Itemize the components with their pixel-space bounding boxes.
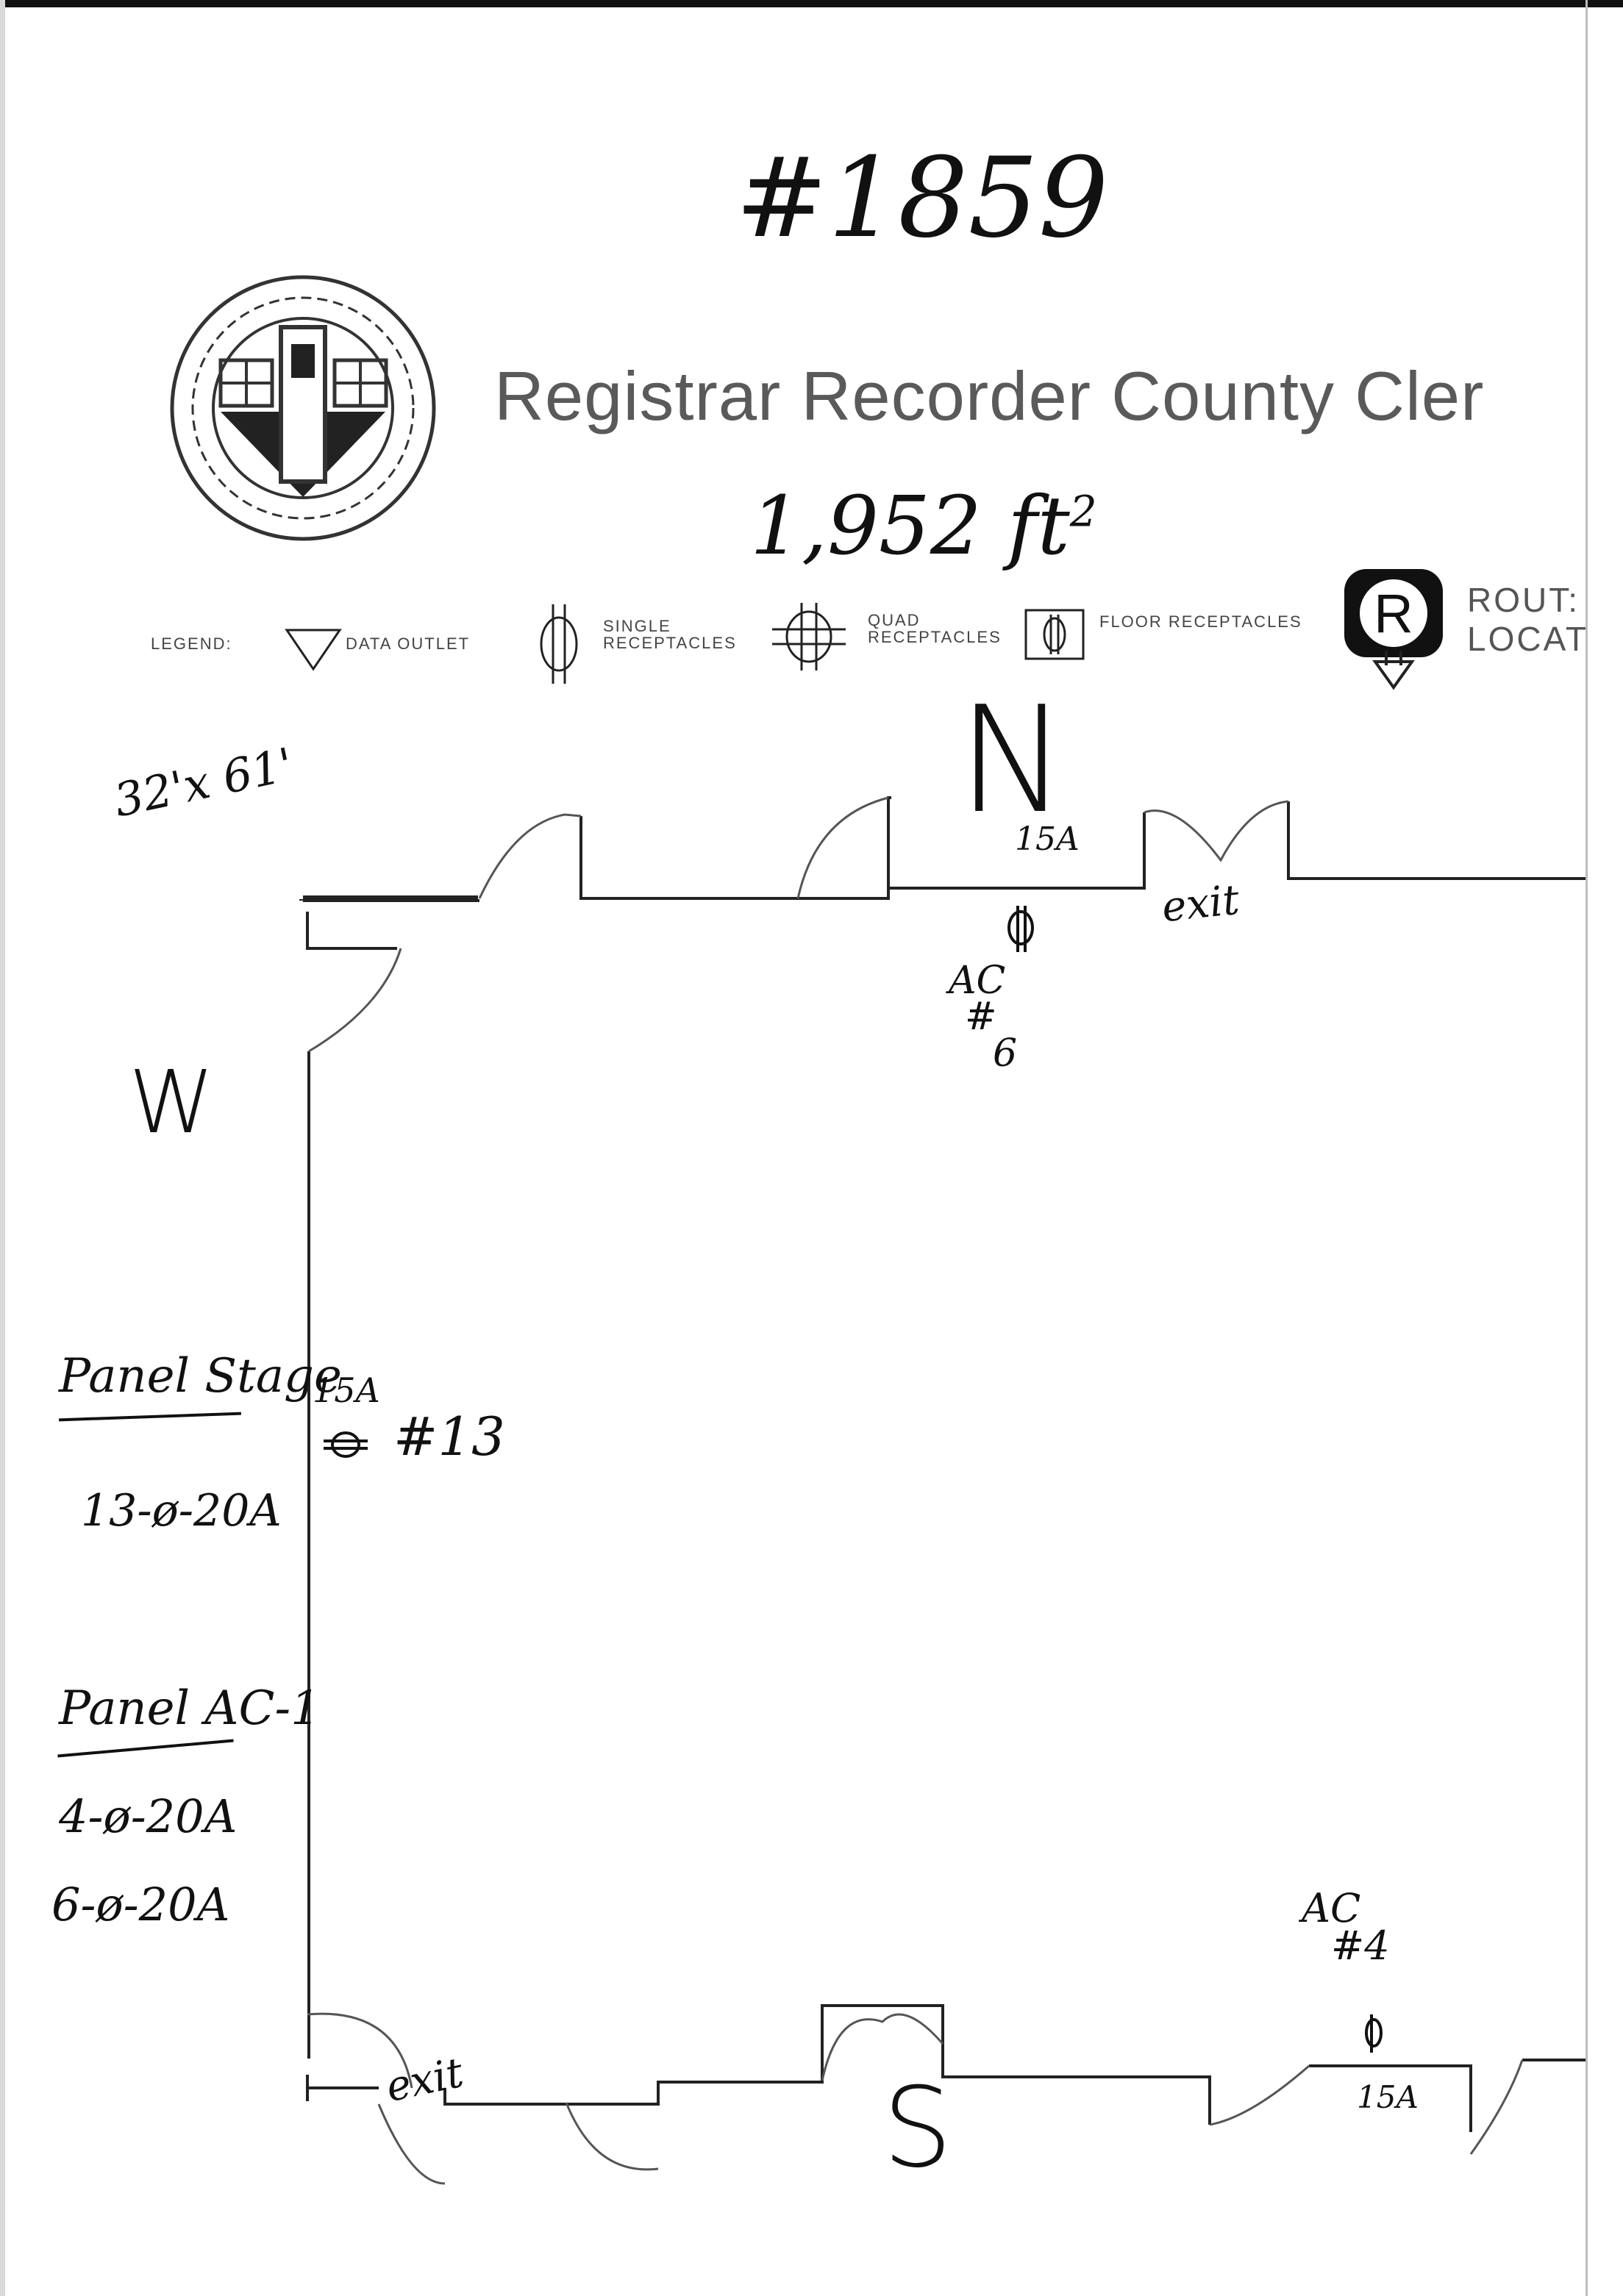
south-circuit-prefix: AC xyxy=(1302,1885,1361,1931)
area-exponent: 2 xyxy=(1069,486,1097,537)
legend-triangle-icon xyxy=(285,629,342,671)
legend-route-label: ROUT: LOCAT xyxy=(1467,581,1588,659)
legend-single-receptacles-label: SINGLE RECEPTACLES xyxy=(603,618,737,651)
south-circuit-number: #4 xyxy=(1331,1923,1390,1970)
west-circuit-label: #13 xyxy=(393,1406,505,1467)
legend-single-line-2: RECEPTACLES xyxy=(603,634,737,653)
compass-north: N xyxy=(957,675,1068,846)
compass-south: S xyxy=(882,2064,953,2192)
receptacle-symbols xyxy=(324,906,1383,2053)
page-left-edge xyxy=(0,0,5,2296)
north-circuit-number: 6 xyxy=(993,1031,1018,1076)
compass-west: W xyxy=(129,1051,215,1153)
legend-quad-line-1: QUAD xyxy=(868,611,921,629)
legend-label: LEGEND: xyxy=(151,634,232,653)
south-single-receptacle-icon xyxy=(1365,2014,1383,2053)
page-title: Registrar Recorder County Cler xyxy=(494,357,1485,434)
room-outline xyxy=(299,796,1585,2132)
county-seal-icon xyxy=(170,275,436,541)
door-swings xyxy=(307,796,1524,2185)
panel-stage-title: Panel Stage xyxy=(59,1349,342,1403)
west-amperage: 15A xyxy=(313,1370,380,1410)
legend-route-line-1: ROUT: xyxy=(1467,581,1580,619)
panel-ac1-circuit-2: 6-ø-20A xyxy=(51,1878,230,1931)
legend-single-line-1: SINGLE xyxy=(603,617,671,635)
legend-quad-receptacles-label: QUAD RECEPTACLES xyxy=(868,612,1002,645)
legend-floor-receptacles-label: FLOOR RECEPTACLES xyxy=(1099,612,1302,631)
page-right-edge xyxy=(1585,0,1588,2296)
north-circuit-hash: # xyxy=(965,995,997,1040)
north-circuit-prefix: AC xyxy=(949,959,1006,1003)
panel-ac1-circuit-1: 4-ø-20A xyxy=(59,1789,238,1843)
south-circuit-label: AC #4 xyxy=(1302,1885,1390,1970)
route-marker-letter: R xyxy=(1374,583,1413,644)
north-circuit-label: AC # 6 xyxy=(949,959,1018,1076)
legend-quad-line-2: RECEPTACLES xyxy=(868,628,1002,647)
north-exit-label: exit xyxy=(1159,876,1242,932)
page-top-edge xyxy=(0,0,1623,7)
area-value: 1,952 ft xyxy=(750,479,1070,573)
area-note: 1,952 ft2 xyxy=(750,485,1097,566)
legend-data-outlet-label: DATA OUTLET xyxy=(346,634,471,653)
north-single-receptacle-icon xyxy=(1007,906,1034,952)
legend-route-marker-icon xyxy=(1344,569,1443,690)
panel-ac1-title: Panel AC-1 xyxy=(59,1681,321,1736)
legend-quad-receptacle-icon xyxy=(772,603,846,670)
document-number: #1859 xyxy=(735,135,1109,262)
legend-single-receptacle-icon xyxy=(540,604,578,684)
west-single-receptacle-icon xyxy=(324,1431,368,1458)
south-amperage: 15A xyxy=(1357,2079,1419,2115)
panel-stage-circuit: 13-ø-20A xyxy=(81,1485,282,1537)
legend-route-line-2: LOCAT xyxy=(1467,619,1588,658)
legend-floor-receptacle-icon xyxy=(1024,609,1085,660)
north-amperage: 15A xyxy=(1015,820,1080,858)
